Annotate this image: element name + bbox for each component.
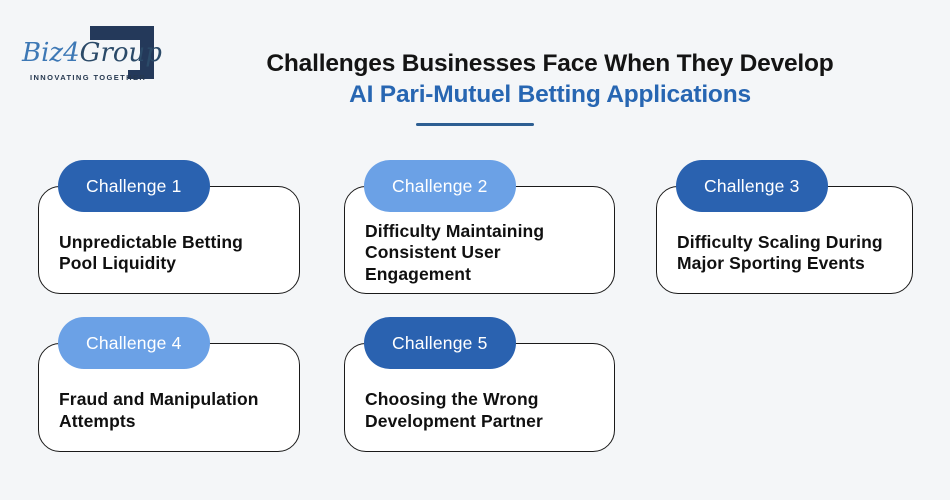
page-title: Challenges Businesses Face When They Dev… — [170, 48, 930, 110]
challenge-card-2: Challenge 2 Difficulty Maintaining Consi… — [344, 160, 615, 294]
challenge-1-badge: Challenge 1 — [58, 160, 210, 212]
logo-text-group: Group — [79, 38, 162, 68]
challenge-5-text: Choosing the Wrong Development Partner — [365, 389, 543, 431]
challenge-3-text: Difficulty Scaling During Major Sporting… — [677, 231, 883, 274]
logo-text-biz: Biz — [22, 38, 64, 68]
challenge-card-4: Challenge 4 Fraud and Manipulation Attem… — [38, 317, 300, 452]
title-underline — [416, 123, 534, 126]
logo-wordmark: Biz4Group — [22, 38, 162, 68]
challenge-card-3: Challenge 3 Difficulty Scaling During Ma… — [656, 160, 913, 294]
challenge-4-text: Fraud and Manipulation Attempts — [59, 389, 259, 431]
challenge-2-text: Difficulty Maintaining Consistent User E… — [365, 220, 545, 284]
challenge-5-badge: Challenge 5 — [364, 317, 516, 369]
logo-text-4: 4 — [63, 38, 80, 68]
title-line-2: AI Pari-Mutuel Betting Applications — [349, 81, 751, 108]
title-line-1: Challenges Businesses Face When They Dev… — [266, 50, 834, 77]
logo-bracket-icon — [90, 26, 154, 79]
challenge-3-badge: Challenge 3 — [676, 160, 828, 212]
challenge-card-5: Challenge 5 Choosing the Wrong Developme… — [344, 317, 615, 452]
challenge-4-badge: Challenge 4 — [58, 317, 210, 369]
challenge-1-text: Unpredictable Betting Pool Liquidity — [59, 231, 243, 274]
challenge-2-badge: Challenge 2 — [364, 160, 516, 212]
challenge-card-1: Challenge 1 Unpredictable Betting Pool L… — [38, 160, 300, 294]
logo-tagline: INNOVATING TOGETHER — [30, 73, 147, 82]
biz4group-logo: Biz4Group INNOVATING TOGETHER — [0, 0, 200, 110]
